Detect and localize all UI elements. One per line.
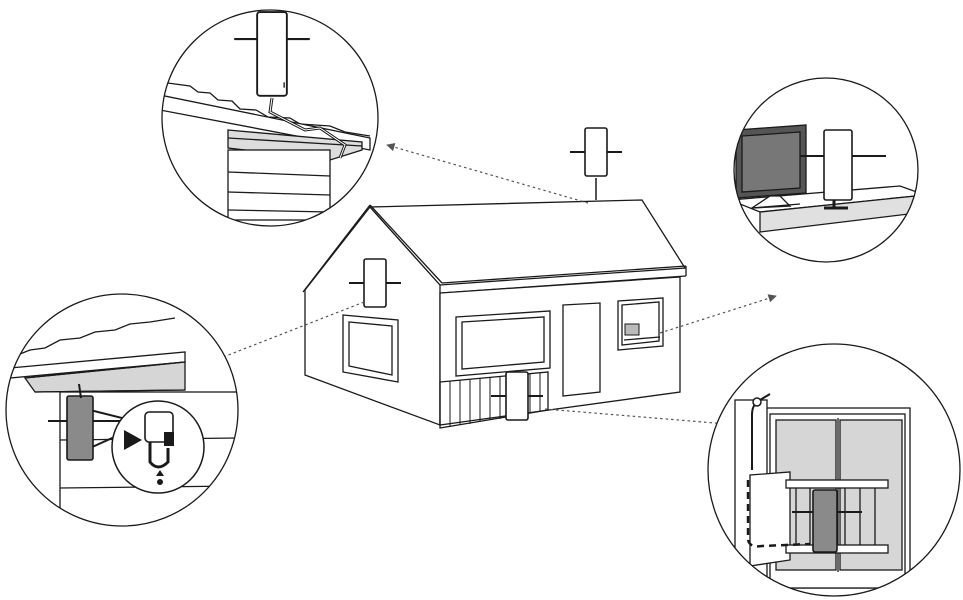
callout-wall-mount [5,293,239,527]
arrow-indoor [659,294,777,334]
house-gable-window [342,314,399,383]
house-door [562,302,601,397]
house-roof [368,199,687,286]
house [302,199,687,429]
arrow-roof [386,143,589,204]
antenna-icon [234,11,310,97]
bracket-detail-inset [111,400,205,494]
arrow-balcony [544,408,728,428]
house-plinth-stripes [449,373,541,427]
antenna-icon [48,383,120,461]
house-small-window [617,297,664,351]
roof-antenna [569,127,623,200]
antenna-icon [800,129,886,210]
callout-roof-mount [161,9,379,227]
callout-balcony-mount [707,343,961,597]
callout-indoor-tv [733,77,919,263]
antenna-icon [792,489,862,553]
house-large-window [455,310,551,377]
